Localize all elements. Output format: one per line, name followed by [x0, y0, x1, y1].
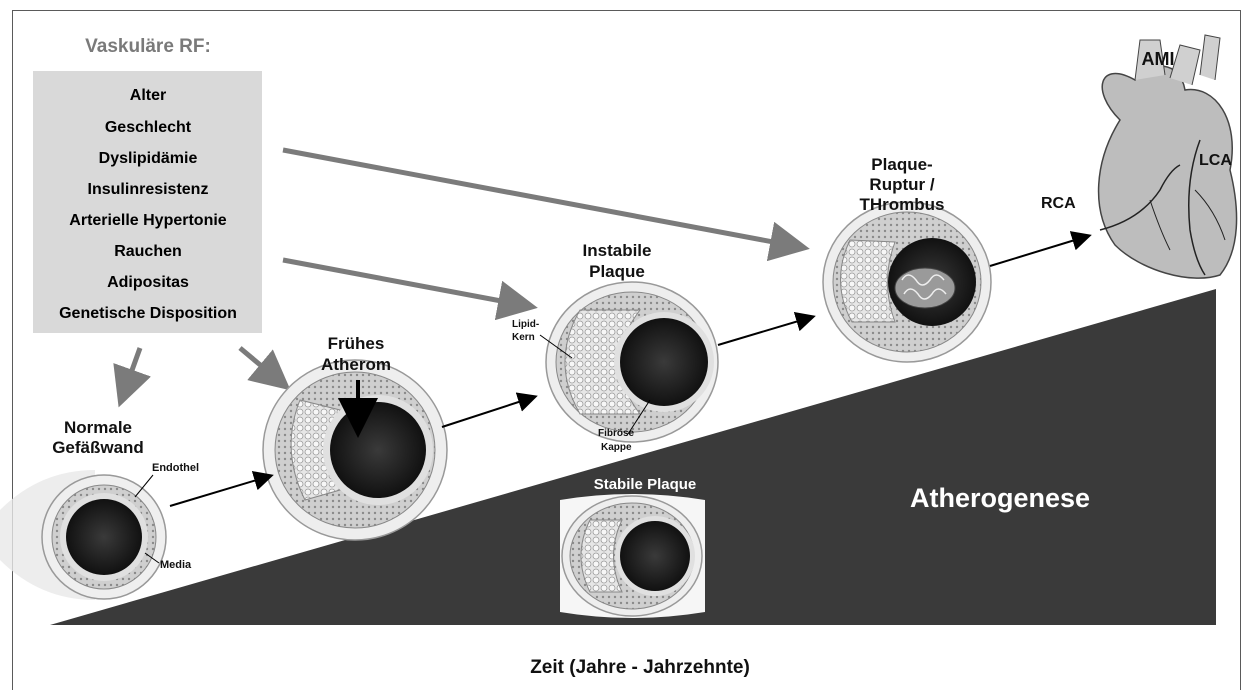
rf-arrow-normal [122, 348, 140, 398]
rca-label: RCA [1041, 195, 1076, 212]
stable-plaque-label: Stabile Plaque [594, 476, 697, 493]
risk-factor-item: Arterielle Hypertonie [69, 212, 226, 229]
lca-label: LCA [1199, 152, 1232, 169]
risk-factor-item: Genetische Disposition [59, 305, 237, 322]
time-axis-label: Zeit (Jahre - Jahrzehnte) [530, 657, 750, 678]
fibrous-label-2: Kappe [601, 442, 632, 453]
unstable-label-2: Plaque [589, 262, 645, 281]
lipid-label-1: Lipid- [512, 319, 539, 330]
media-label: Media [160, 559, 192, 571]
early-atheroma-vessel [263, 360, 447, 540]
risk-factor-item: Insulinresistenz [88, 181, 209, 198]
rupture-label-1: Plaque- [871, 155, 932, 174]
normal-label-1: Normale [64, 418, 132, 437]
arrow-rupture-ami [990, 236, 1088, 266]
risk-factor-item: Dyslipidämie [99, 150, 198, 167]
stable-plaque-vessel [560, 494, 705, 618]
arrow-unstable-rupture [718, 317, 812, 345]
rupture-vessel [823, 202, 991, 362]
arrow-early-unstable [442, 397, 534, 427]
risk-factor-item: Alter [130, 87, 166, 104]
lipid-label-2: Kern [512, 332, 535, 343]
rupture-label-2: Ruptur / [869, 175, 934, 194]
normal-label-2: Gefäßwand [52, 438, 144, 457]
arrow-normal-early [170, 476, 270, 506]
unstable-label-1: Instabile [583, 241, 652, 260]
rf-arrow-rupture [283, 150, 800, 247]
risk-factor-item: Rauchen [114, 243, 182, 260]
early-label-1: Frühes [328, 334, 385, 353]
ami-label: AMI [1142, 49, 1175, 69]
rupture-label-3: THrombus [860, 195, 945, 214]
early-label-2: Atherom [321, 355, 391, 374]
unstable-plaque-vessel [546, 282, 718, 442]
atherogenesis-label: Atherogenese [910, 483, 1090, 513]
risk-factor-item: Geschlecht [105, 119, 192, 136]
risk-factor-item: Adipositas [107, 274, 189, 291]
risk-factor-title: Vaskuläre RF: [85, 36, 211, 57]
fibrous-label-1: Fibröse [598, 428, 635, 439]
endothel-label: Endothel [152, 462, 199, 474]
rf-arrow-early [240, 348, 283, 384]
rf-arrow-unstable [283, 260, 528, 306]
risk-factor-box [33, 71, 262, 333]
